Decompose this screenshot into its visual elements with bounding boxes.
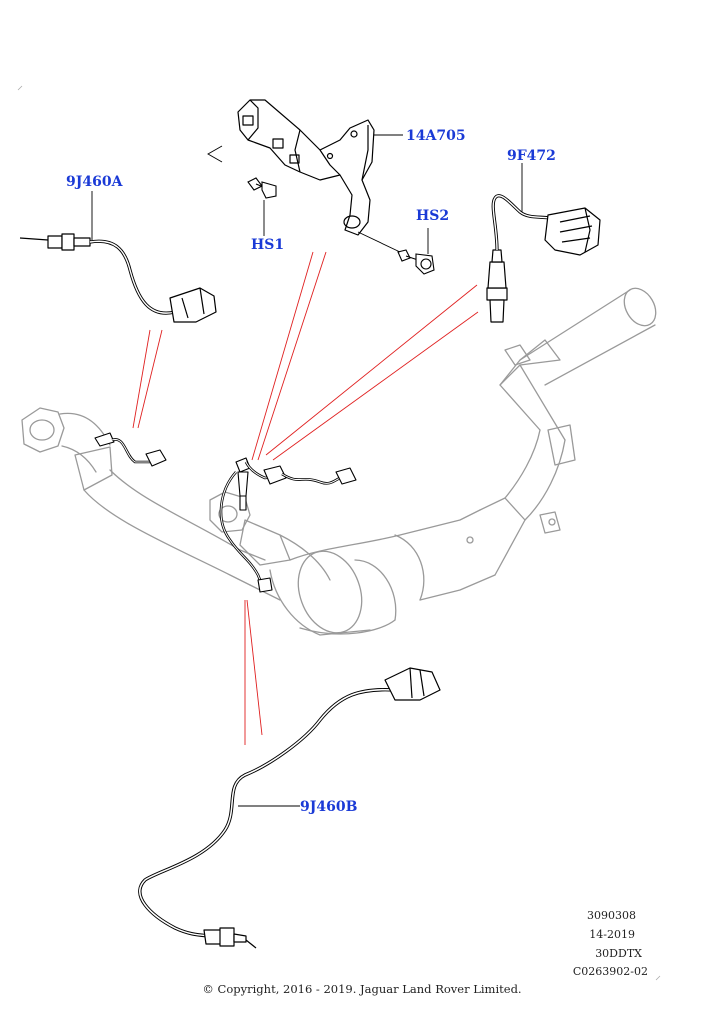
info-line-1: 3090308 xyxy=(587,909,636,922)
info-line-2: 14-2019 xyxy=(589,928,635,941)
screw-hs2[interactable] xyxy=(397,249,435,275)
bracket-locator-mark xyxy=(207,145,223,163)
sensor-9f472[interactable] xyxy=(486,194,601,323)
callout-leaders xyxy=(91,134,523,807)
corner-mark xyxy=(17,85,23,91)
screw-hs1[interactable] xyxy=(247,177,277,199)
callout-hs2[interactable]: HS2 xyxy=(416,208,450,224)
callout-9j460a[interactable]: 9J460A xyxy=(66,174,123,190)
bracket-14a705[interactable] xyxy=(237,99,375,236)
info-line-3: 30DDTX xyxy=(595,947,642,960)
screw-hs2-axis-line xyxy=(357,231,401,253)
copyright-notice: © Copyright, 2016 - 2019. Jaguar Land Ro… xyxy=(202,982,522,996)
callout-9f472[interactable]: 9F472 xyxy=(507,148,556,164)
installed-sensor-wiring xyxy=(94,432,357,593)
callout-hs1[interactable]: HS1 xyxy=(251,237,285,253)
sensor-9j460a[interactable] xyxy=(19,233,217,323)
corner-mark-br xyxy=(655,975,661,981)
exhaust-assembly xyxy=(21,287,657,636)
info-line-4: C0263902-02 xyxy=(572,965,648,978)
callout-9j460b[interactable]: 9J460B xyxy=(300,799,358,815)
callout-14a705[interactable]: 14A705 xyxy=(406,128,466,144)
sensor-9j460b[interactable] xyxy=(138,667,441,949)
leader-lines xyxy=(132,251,479,745)
